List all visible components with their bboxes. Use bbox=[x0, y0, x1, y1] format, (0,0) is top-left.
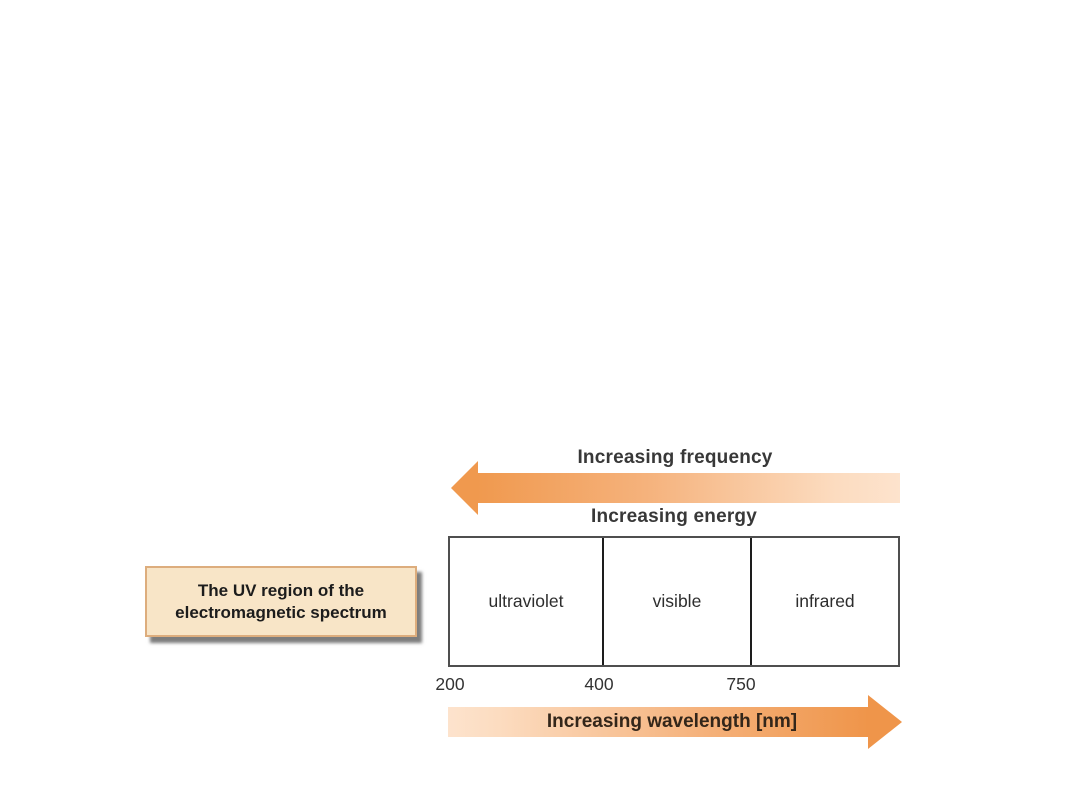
caption-line-2: electromagnetic spectrum bbox=[175, 602, 387, 622]
tick-400: 400 bbox=[584, 674, 614, 694]
frequency-arrow-head-icon bbox=[451, 461, 478, 515]
frequency-arrow-body bbox=[477, 473, 900, 503]
increasing-frequency-label: Increasing frequency bbox=[577, 447, 773, 468]
region-ultraviolet: ultraviolet bbox=[488, 591, 564, 611]
wavelength-arrow-head-icon bbox=[868, 695, 902, 749]
region-infrared: infrared bbox=[750, 538, 898, 665]
tick-200: 200 bbox=[435, 674, 465, 694]
caption-box: The UV region of the electromagnetic spe… bbox=[145, 566, 417, 637]
region-visible: visible bbox=[602, 538, 750, 665]
wavelength-arrow-body bbox=[448, 707, 868, 737]
spectrum-box: ultraviolet visible infrared bbox=[448, 536, 900, 667]
increasing-energy-label: Increasing energy bbox=[590, 506, 758, 527]
caption-line-1: The UV region of the bbox=[197, 580, 365, 600]
increasing-wavelength-label: Increasing wavelength [nm] bbox=[546, 711, 798, 732]
tick-750: 750 bbox=[726, 674, 756, 694]
